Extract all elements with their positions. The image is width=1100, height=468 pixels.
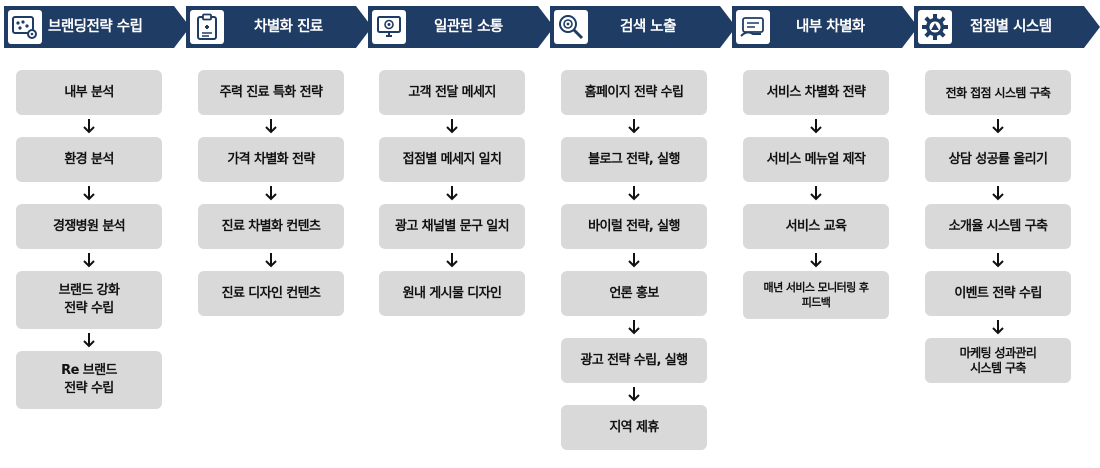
down-arrow-icon [806, 249, 826, 271]
header-arrow-shape [550, 6, 736, 48]
down-arrow-icon [442, 115, 462, 137]
column-search-exposure: 홈페이지 전략 수립 블로그 전략, 실행 바이럴 전략, 실행 언론 홍보 광… [561, 70, 707, 450]
down-arrow-icon [624, 182, 644, 204]
column-differentiated-care: 주력 진료 특화 전략 가격 차별화 전략 진료 차별화 컨텐츠 진료 디자인 … [198, 70, 344, 316]
header-title: 내부 차별화 [796, 19, 865, 35]
down-arrow-icon [624, 383, 644, 405]
header-search-exposure: 검색 노출 [550, 6, 736, 48]
down-arrow-icon [79, 249, 99, 271]
step-box: 매년 서비스 모니터링 후 피드백 [743, 271, 889, 319]
clipboard-medical-icon [190, 10, 224, 44]
down-arrow-icon [442, 249, 462, 271]
header-branding: 브랜딩전략 수립 [4, 6, 190, 48]
down-arrow-icon [79, 115, 99, 137]
step-box: 상담 성공률 올리기 [925, 137, 1071, 182]
header-arrow-shape [4, 6, 190, 48]
step-box: 고객 전달 메세지 [379, 70, 525, 115]
tablet-hand-icon [736, 10, 770, 44]
down-arrow-icon [806, 115, 826, 137]
down-arrow-icon [261, 182, 281, 204]
step-box: 접점별 메세지 일치 [379, 137, 525, 182]
header-touchpoint-system: 접점별 시스템 [914, 6, 1100, 48]
step-box: 진료 디자인 컨텐츠 [198, 271, 344, 316]
email-monitor-icon [372, 10, 406, 44]
header-arrow-shape [914, 6, 1100, 48]
search-target-icon [554, 10, 588, 44]
step-box: 서비스 교육 [743, 204, 889, 249]
step-box: 주력 진료 특화 전략 [198, 70, 344, 115]
column-touchpoint-system: 전화 접점 시스템 구축 상담 성공률 올리기 소개율 시스템 구축 이벤트 전… [925, 70, 1071, 383]
down-arrow-icon [624, 316, 644, 338]
gear-icon [918, 10, 952, 44]
header-arrow-shape [368, 6, 554, 48]
step-box: 마케팅 성과관리 시스템 구축 [925, 338, 1071, 383]
down-arrow-icon [624, 115, 644, 137]
step-box: 서비스 메뉴얼 제작 [743, 137, 889, 182]
step-box: 광고 채널별 문구 일치 [379, 204, 525, 249]
header-title: 브랜딩전략 수립 [48, 19, 143, 35]
step-box: 소개율 시스템 구축 [925, 204, 1071, 249]
header-title: 일관된 소통 [434, 19, 503, 35]
header-arrow-shape [732, 6, 918, 48]
step-box: 이벤트 전략 수립 [925, 271, 1071, 316]
step-box: 내부 분석 [16, 70, 162, 115]
down-arrow-icon [988, 249, 1008, 271]
header-internal-differentiation: 내부 차별화 [732, 6, 918, 48]
down-arrow-icon [79, 182, 99, 204]
down-arrow-icon [261, 115, 281, 137]
down-arrow-icon [988, 316, 1008, 338]
column-internal-differentiation: 서비스 차별화 전략 서비스 메뉴얼 제작 서비스 교육 매년 서비스 모니터링… [743, 70, 889, 319]
down-arrow-icon [988, 182, 1008, 204]
down-arrow-icon [79, 329, 99, 351]
step-box: 전화 접점 시스템 구축 [925, 70, 1071, 115]
down-arrow-icon [988, 115, 1008, 137]
step-box: Re 브랜드 전략 수립 [16, 351, 162, 409]
step-box: 바이럴 전략, 실행 [561, 204, 707, 249]
column-branding: 내부 분석 환경 분석 경쟁병원 분석 브랜드 강화 전략 수립 Re 브랜드 … [16, 70, 162, 409]
step-box: 홈페이지 전략 수립 [561, 70, 707, 115]
branding-dashboard-icon [8, 10, 42, 44]
step-box: 광고 전략 수립, 실행 [561, 338, 707, 383]
step-box: 지역 제휴 [561, 405, 707, 450]
step-box: 진료 차별화 컨텐츠 [198, 204, 344, 249]
step-box: 경쟁병원 분석 [16, 204, 162, 249]
header-arrow-shape [186, 6, 372, 48]
step-box: 원내 게시물 디자인 [379, 271, 525, 316]
header-title: 접점별 시스템 [970, 19, 1052, 35]
header-title: 검색 노출 [620, 19, 676, 35]
step-box: 서비스 차별화 전략 [743, 70, 889, 115]
step-box: 언론 홍보 [561, 271, 707, 316]
header-title: 차별화 진료 [254, 19, 323, 35]
header-consistent-communication: 일관된 소통 [368, 6, 554, 48]
step-box: 가격 차별화 전략 [198, 137, 344, 182]
step-box: 브랜드 강화 전략 수립 [16, 271, 162, 329]
step-box: 블로그 전략, 실행 [561, 137, 707, 182]
down-arrow-icon [624, 249, 644, 271]
header-differentiated-care: 차별화 진료 [186, 6, 372, 48]
down-arrow-icon [806, 182, 826, 204]
down-arrow-icon [261, 249, 281, 271]
down-arrow-icon [442, 182, 462, 204]
column-consistent-communication: 고객 전달 메세지 접점별 메세지 일치 광고 채널별 문구 일치 원내 게시물… [379, 70, 525, 316]
step-box: 환경 분석 [16, 137, 162, 182]
